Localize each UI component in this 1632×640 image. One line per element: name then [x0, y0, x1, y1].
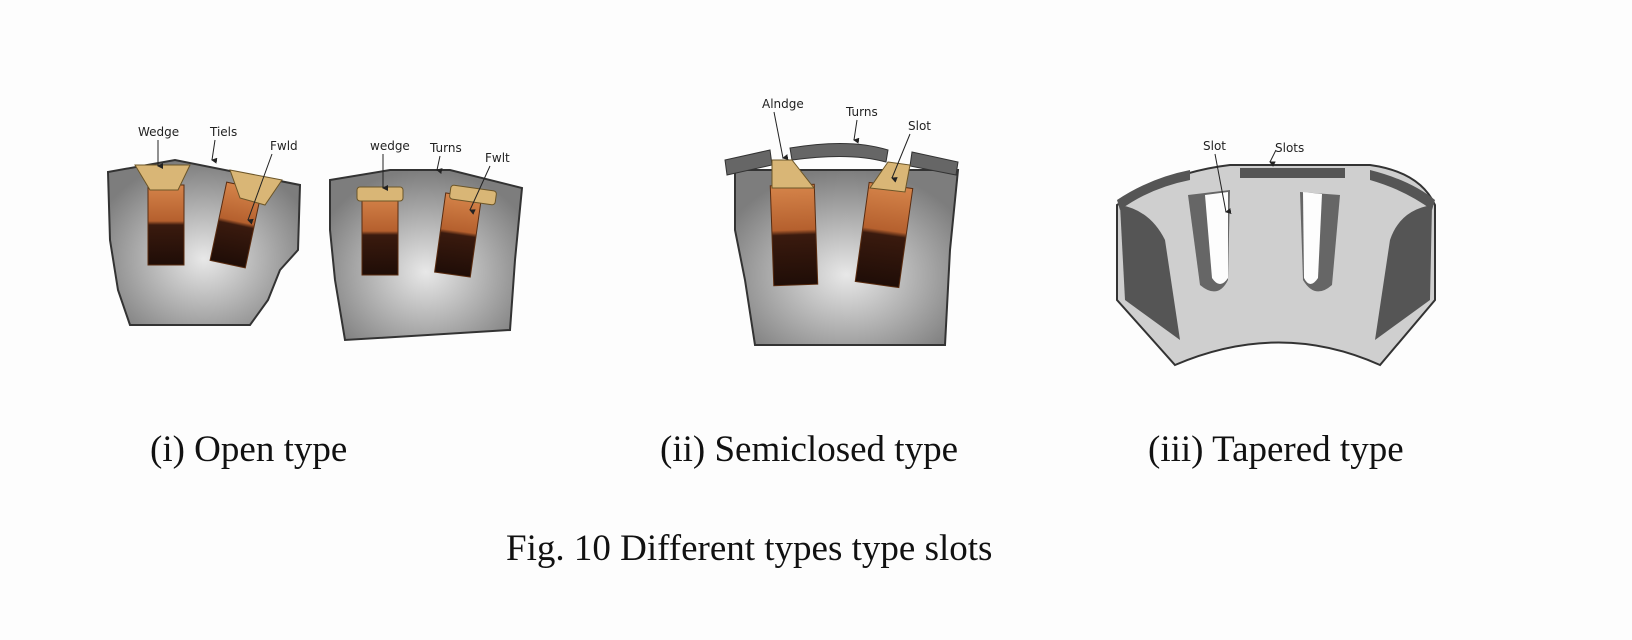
label-alndge: Alndge — [762, 97, 804, 111]
tapered-slot-drawing: Slot Slots — [1116, 139, 1436, 367]
open-slot-drawing-b: wedge Turns Fwlt — [329, 139, 524, 342]
label-fwld: Fwld — [270, 139, 298, 153]
label-wedge: Wedge — [138, 125, 179, 139]
label-slot-tapered: Slot — [1203, 139, 1226, 153]
caption-tapered-type: (iii) Tapered type — [1148, 429, 1404, 470]
label-turns: Turns — [845, 105, 878, 119]
label-slots: Slots — [1275, 141, 1304, 155]
label-slot: Slot — [908, 119, 931, 133]
semiclosed-slot-drawing: Alndge Turns Slot — [724, 97, 960, 346]
caption-semiclosed-type: (ii) Semiclosed type — [660, 429, 958, 470]
label-fwlt: Fwlt — [485, 151, 510, 165]
label-tiels: Tiels — [209, 125, 237, 139]
open-slot-drawing-a: Wedge Tiels Fwld — [106, 125, 302, 326]
label-turns-b: Turns — [429, 141, 462, 155]
caption-open-type: (i) Open type — [150, 429, 348, 470]
label-wedge-b: wedge — [370, 139, 410, 153]
figure-caption: Fig. 10 Different types type slots — [506, 528, 993, 569]
